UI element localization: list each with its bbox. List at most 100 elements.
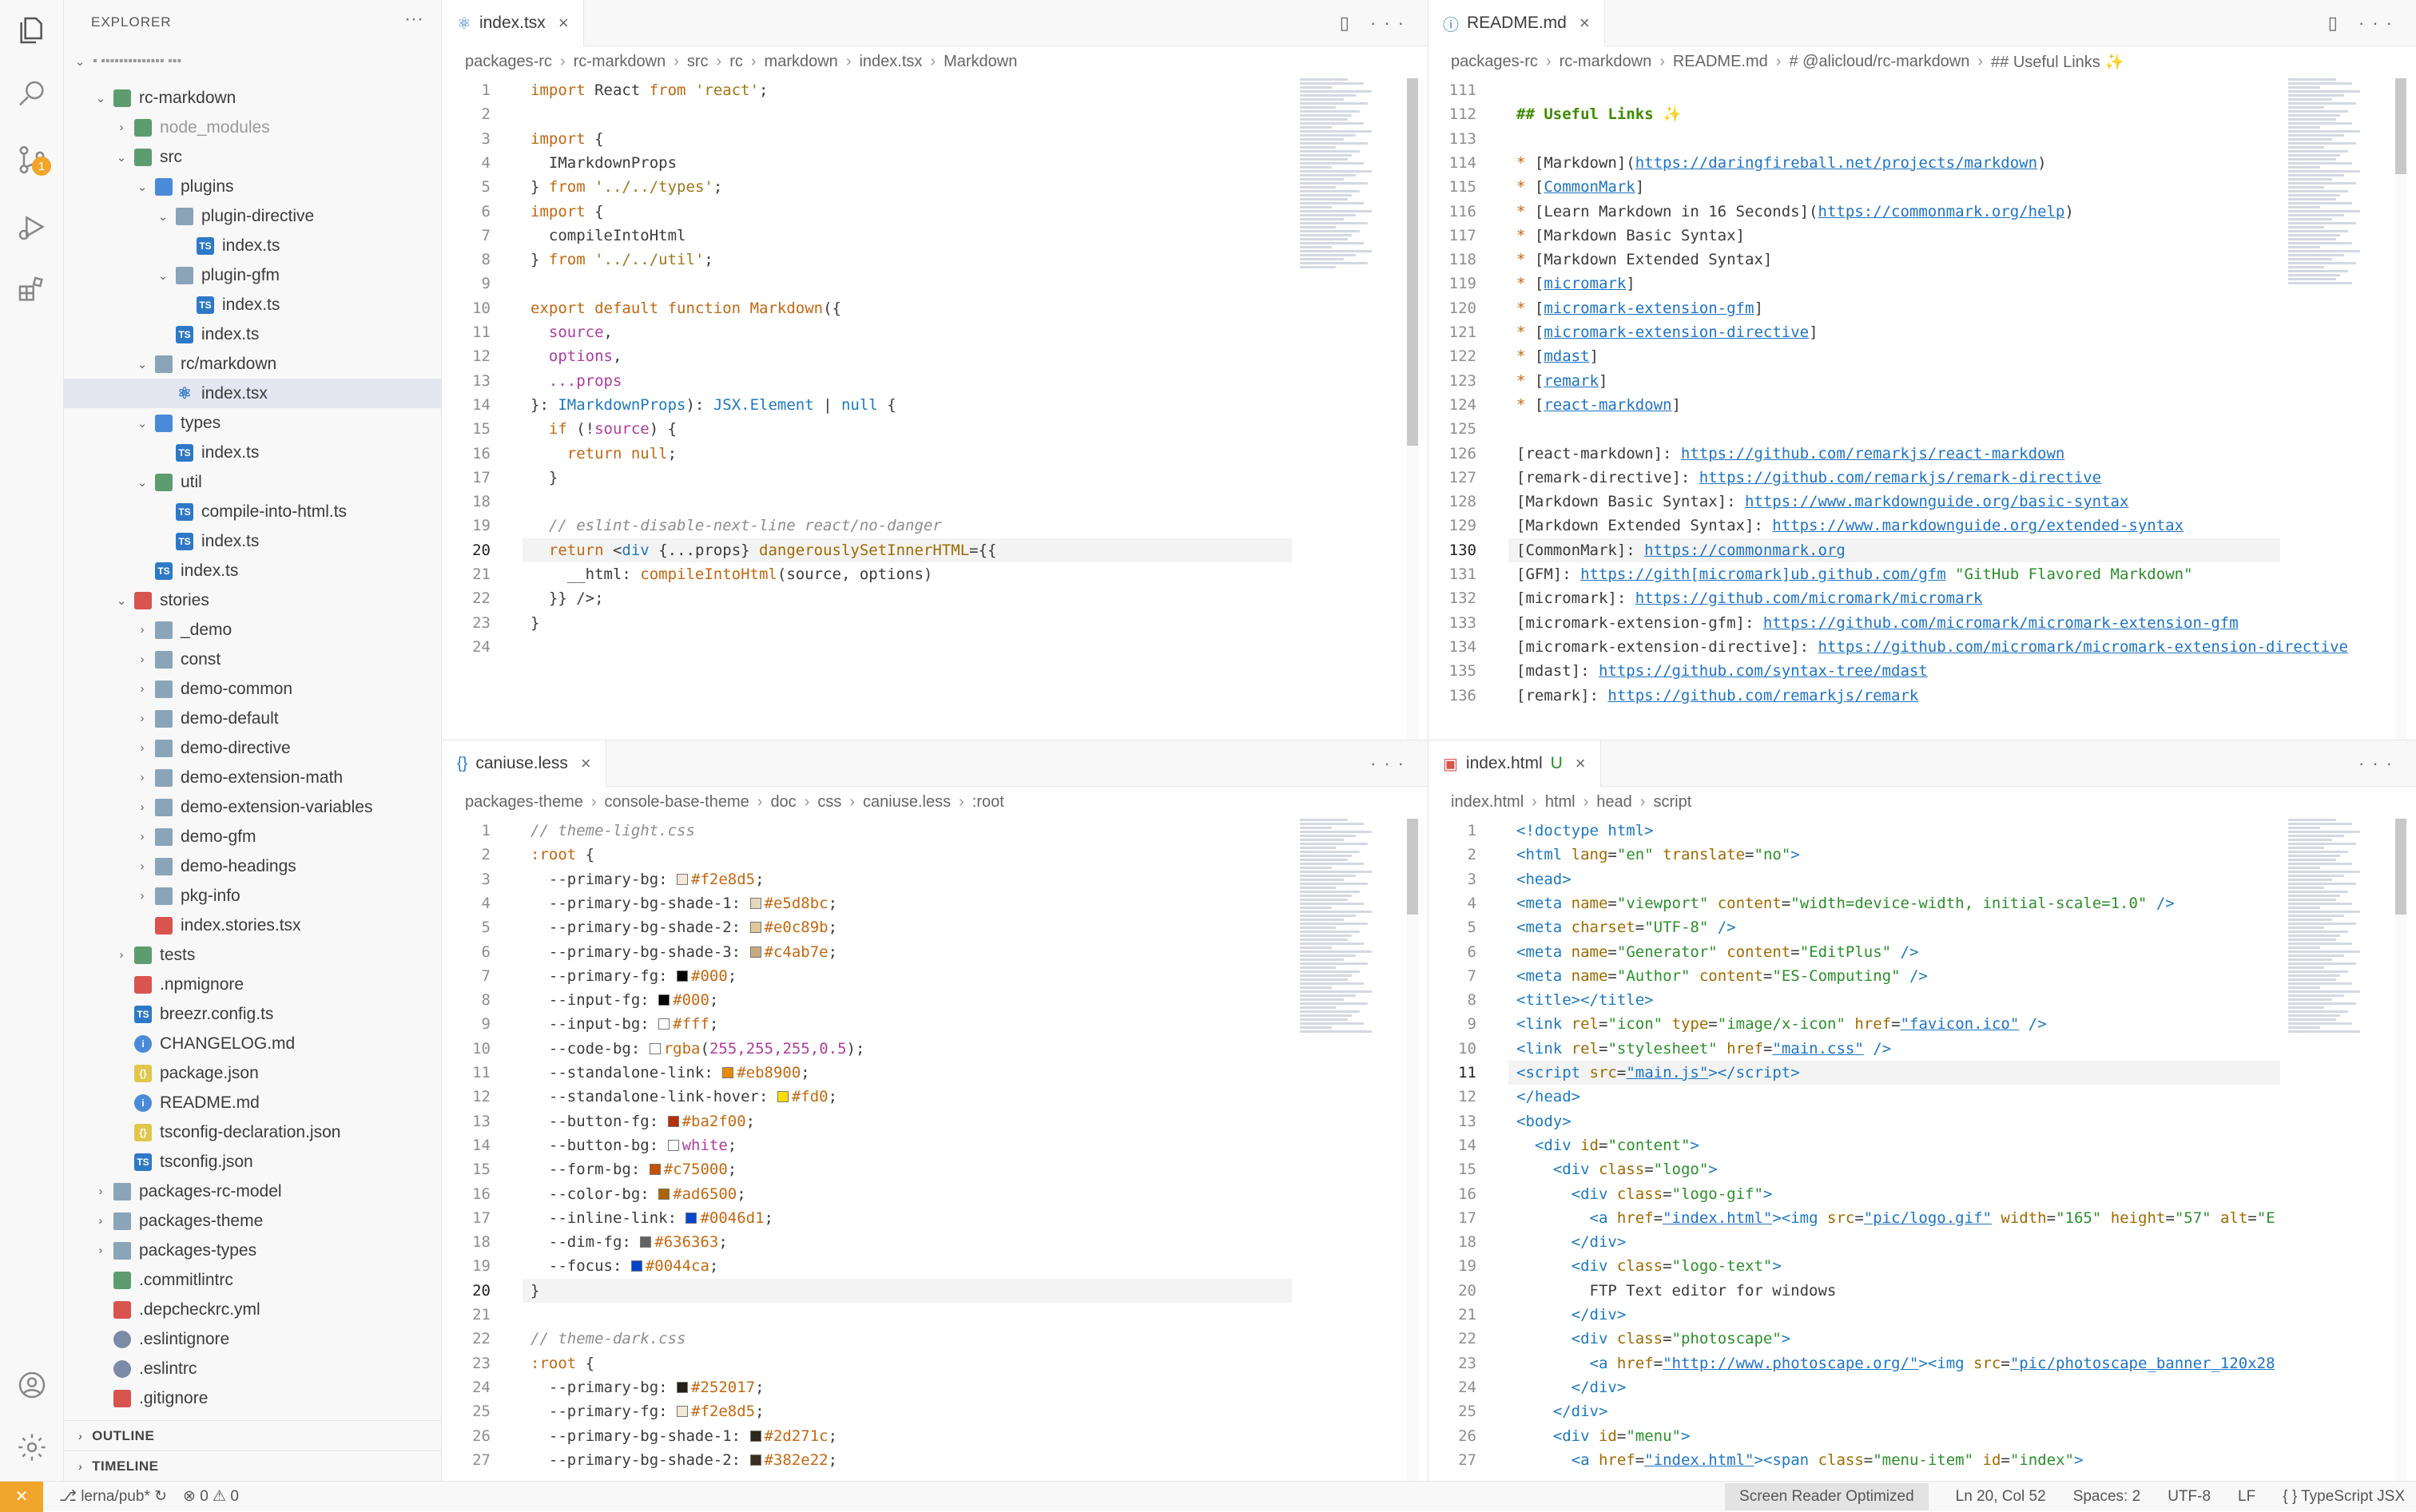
tree-item[interactable]: ⌄src — [64, 142, 441, 172]
breadcrumb-item[interactable]: css — [817, 792, 842, 811]
tree-item[interactable]: ›_demo — [64, 615, 441, 645]
breadcrumb-item[interactable]: html — [1544, 792, 1576, 811]
breadcrumb-item[interactable]: markdown — [764, 52, 838, 70]
breadcrumb-item[interactable]: packages-theme — [465, 792, 583, 811]
breadcrumb-item[interactable]: rc-markdown — [573, 52, 666, 70]
minimap[interactable] — [1300, 78, 1380, 740]
minimap[interactable] — [1300, 819, 1380, 1481]
tree-item[interactable]: ⌄types — [64, 408, 441, 438]
tree-item[interactable]: ›demo-extension-variables — [64, 792, 441, 822]
minimap[interactable] — [2288, 819, 2368, 1481]
explorer-icon[interactable] — [14, 13, 50, 48]
code-editor[interactable]: 1<!doctype html>2<html lang="en" transla… — [1429, 819, 2416, 1481]
tree-item[interactable]: ›packages-types — [64, 1236, 441, 1265]
breadcrumb-item[interactable]: index.html — [1451, 792, 1524, 811]
remote-icon[interactable]: ✕ — [0, 1481, 43, 1512]
tree-item[interactable]: ⌄util — [64, 467, 441, 497]
scrollbar-thumb[interactable] — [1407, 78, 1418, 446]
breadcrumb-item[interactable]: # @alicloud/rc-markdown — [1789, 52, 1970, 70]
tree-item[interactable]: .depcheckrc.yml — [64, 1295, 441, 1324]
close-icon[interactable]: × — [1579, 13, 1590, 33]
editor-actions-icon[interactable]: ▯ ··· — [2327, 13, 2400, 33]
breadcrumb-item[interactable]: head — [1596, 792, 1632, 811]
tree-item[interactable]: ›node_modules — [64, 113, 441, 142]
tree-item[interactable]: ⌄rc/markdown — [64, 349, 441, 379]
tree-item[interactable]: ›demo-headings — [64, 851, 441, 881]
vertical-scrollbar[interactable] — [2395, 819, 2406, 1481]
tree-item[interactable]: ›demo-common — [64, 674, 441, 704]
breadcrumb-item[interactable]: packages-rc — [465, 52, 552, 70]
scrollbar-thumb[interactable] — [1407, 819, 1418, 915]
tree-item[interactable]: ›const — [64, 645, 441, 674]
tree-item[interactable]: ›packages-theme — [64, 1206, 441, 1236]
editor-actions-icon[interactable]: ▯ ··· — [1339, 13, 1412, 33]
run-debug-icon[interactable] — [14, 209, 50, 244]
language-mode[interactable]: { } TypeScript JSX — [2283, 1488, 2405, 1505]
minimap[interactable] — [2288, 78, 2368, 740]
breadcrumb-item[interactable]: ## Useful Links ✨ — [1991, 53, 2125, 71]
problems-indicator[interactable]: ⊗ 0 ⚠ 0 — [183, 1488, 239, 1505]
more-actions-icon[interactable]: ··· — [404, 8, 423, 30]
vertical-scrollbar[interactable] — [1407, 819, 1418, 1481]
scrollbar-thumb[interactable] — [2395, 78, 2406, 174]
close-icon[interactable]: × — [558, 13, 569, 33]
scrollbar-thumb[interactable] — [2395, 819, 2406, 915]
close-icon[interactable]: × — [580, 753, 591, 773]
tree-item[interactable]: .eslintrc — [64, 1354, 441, 1383]
account-icon[interactable] — [14, 1367, 50, 1403]
tree-item[interactable]: ›demo-gfm — [64, 822, 441, 851]
tree-item[interactable]: ⚛index.tsx — [64, 379, 441, 408]
tree-item[interactable]: ›demo-directive — [64, 733, 441, 763]
tree-item[interactable]: ⌄plugin-gfm — [64, 260, 441, 290]
search-icon[interactable] — [14, 77, 50, 112]
settings-gear-icon[interactable] — [14, 1430, 50, 1465]
breadcrumb-item[interactable]: doc — [770, 792, 797, 811]
editor-actions-icon[interactable]: ··· — [2358, 753, 2400, 773]
timeline-section[interactable]: ›TIMELINE — [64, 1450, 441, 1481]
breadcrumb-item[interactable]: packages-rc — [1451, 52, 1538, 70]
encoding[interactable]: UTF-8 — [2168, 1488, 2211, 1505]
end-of-line[interactable]: LF — [2238, 1488, 2256, 1505]
screen-reader-indicator[interactable]: Screen Reader Optimized — [1725, 1483, 1929, 1510]
tree-item[interactable]: ›packages-rc-model — [64, 1177, 441, 1206]
tree-item[interactable]: .npmignore — [64, 970, 441, 999]
workspace-root[interactable]: ⌄ ▪ ▪▪▪▪▪▪▪▪▪▪▪▪▪▪ ▪▪▪ — [74, 54, 181, 69]
outline-section[interactable]: ›OUTLINE — [64, 1420, 441, 1450]
close-icon[interactable]: × — [1575, 753, 1586, 773]
editor-actions-icon[interactable]: ··· — [1370, 753, 1412, 773]
indentation[interactable]: Spaces: 2 — [2072, 1488, 2141, 1505]
tree-item[interactable]: {}package.json — [64, 1058, 441, 1088]
breadcrumb-item[interactable]: README.md — [1672, 52, 1768, 70]
tree-item[interactable]: .commitlintrc — [64, 1265, 441, 1295]
breadcrumb-item[interactable]: script — [1653, 792, 1692, 811]
breadcrumb-item[interactable]: src — [686, 52, 709, 70]
tree-item[interactable]: ›demo-default — [64, 704, 441, 733]
branch-indicator[interactable]: ⎇ lerna/pub* ↻ — [59, 1488, 168, 1505]
tree-item[interactable]: ⌄rc-markdown — [64, 83, 441, 113]
tree-item[interactable]: ›pkg-info — [64, 881, 441, 911]
editor-tab[interactable]: ⚛index.tsx× — [443, 0, 584, 46]
tree-item[interactable]: ›demo-extension-math — [64, 763, 441, 792]
tree-item[interactable]: .eslintignore — [64, 1324, 441, 1354]
editor-tab[interactable]: {}caniuse.less× — [443, 740, 606, 787]
breadcrumb-item[interactable]: Markdown — [944, 52, 1018, 70]
tree-item[interactable]: ⌄plugins — [64, 172, 441, 201]
tree-item[interactable]: index.stories.tsx — [64, 911, 441, 940]
breadcrumb-item[interactable]: :root — [972, 792, 1004, 811]
breadcrumb-item[interactable]: console-base-theme — [604, 792, 749, 811]
